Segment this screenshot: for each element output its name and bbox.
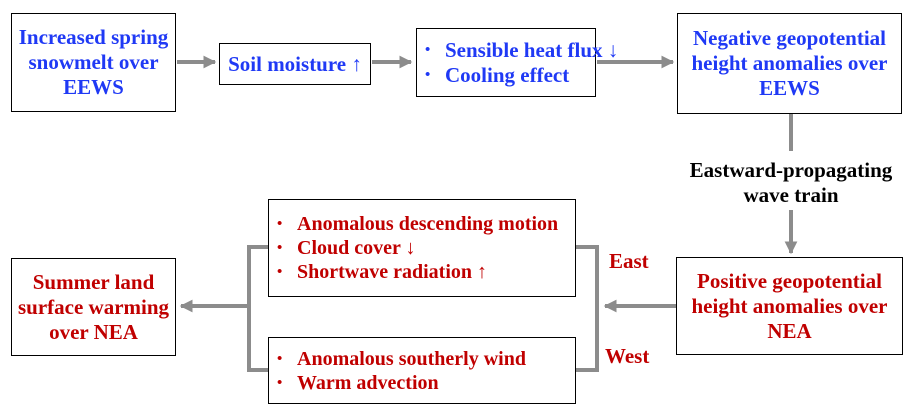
soil-moisture-box: Soil moisture ↑ [219,43,371,85]
snowmelt-line-2: snowmelt over [28,50,159,74]
west-mechanism-text: Anomalous southerly wind [297,347,526,370]
negative-anomalies-line-3: EEWS [759,76,820,100]
negative-anomalies-line-2: height anomalies over [691,51,888,75]
bullet-icon: • [277,350,283,367]
west-label: West [605,344,650,368]
positive-anomalies-line-2: height anomalies over [691,293,888,318]
snowmelt-line-3: EEWS [63,75,124,99]
warming-line-1: Summer land [32,269,155,294]
negative-anomalies-line-1: Negative geopotential [692,26,887,50]
positive-anomalies-line-3: NEA [767,318,812,343]
east-mechanisms-box: • Anomalous descending motion • Cloud co… [268,199,576,297]
surface-effect-text: Sensible heat flux ↓ [445,37,619,62]
east-mechanism-item: • Cloud cover ↓ [271,236,558,260]
connector-east-branch [576,245,599,306]
snowmelt-box: Increased spring snowmelt over EEWS [11,13,176,112]
bullet-icon: • [277,264,283,280]
west-mechanisms-box: • Anomalous southerly wind • Warm advect… [268,337,576,404]
wave-train-label: Eastward-propagating wave train [683,158,899,208]
east-label: East [609,249,649,273]
bullet-icon: • [277,240,283,256]
west-mechanism-item: • Anomalous southerly wind [271,347,526,371]
positive-anomalies-line-1: Positive geopotential [697,268,882,293]
west-mechanism-item: • Warm advection [271,371,526,395]
warming-line-3: over NEA [49,319,138,344]
east-mechanism-text: Shortwave radiation ↑ [297,261,487,283]
surface-effect-item: • Cooling effect [419,63,618,88]
bullet-icon: • [425,66,431,83]
snowmelt-line-1: Increased spring [18,25,169,49]
bullet-icon: • [277,216,283,232]
connector-east-left [247,245,268,306]
connector-west-left [247,306,268,372]
wave-train-line-1: Eastward-propagating [689,158,893,182]
connector-west-branch [576,306,599,372]
positive-anomalies-box: Positive geopotential height anomalies o… [676,257,903,355]
east-mechanism-text: Cloud cover ↓ [297,237,416,259]
east-mechanism-text: Anomalous descending motion [297,213,559,235]
bullet-icon: • [277,374,283,391]
east-mechanism-item: • Anomalous descending motion [271,212,558,236]
surface-effect-item: • Sensible heat flux ↓ [419,38,618,63]
west-mechanism-text: Warm advection [297,371,439,394]
surface-effect-text: Cooling effect [445,62,570,87]
surface-effects-box: • Sensible heat flux ↓ • Cooling effect [416,28,618,97]
warming-line-2: surface warming [17,294,170,319]
soil-moisture-text: Soil moisture ↑ [228,51,362,76]
negative-anomalies-box: Negative geopotential height anomalies o… [677,13,902,114]
bullet-icon: • [425,41,431,58]
warming-box: Summer land surface warming over NEA [11,258,176,356]
east-mechanism-item: • Shortwave radiation ↑ [271,260,558,284]
wave-train-line-2: wave train [743,183,839,207]
